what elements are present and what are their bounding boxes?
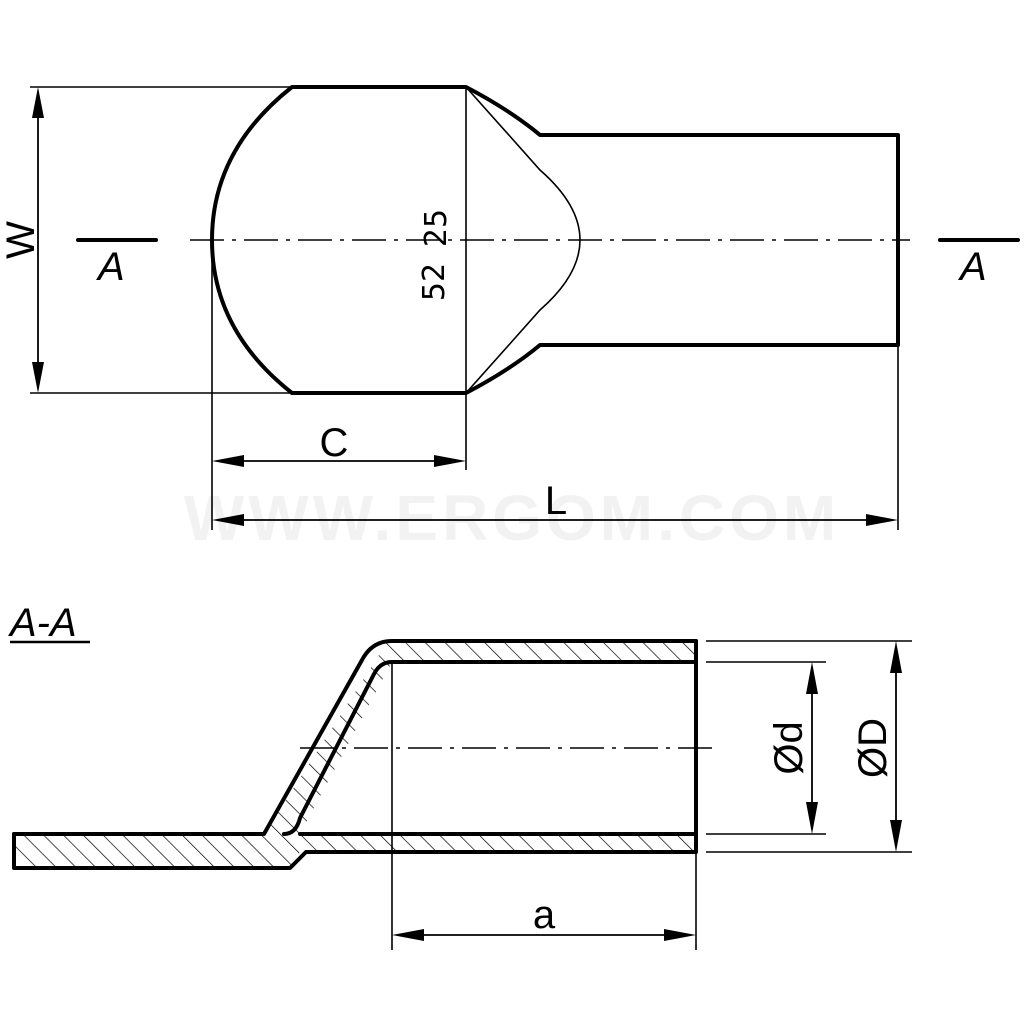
- section-view: A-A Ød ØD: [8, 601, 912, 950]
- depth-arrow-left: [392, 929, 424, 941]
- inner-diameter-label: Ød: [767, 721, 811, 774]
- transition-wall: [264, 641, 392, 834]
- inner-diameter-arrow-bottom: [806, 802, 818, 834]
- logo-marking: 52: [417, 263, 452, 301]
- size-marking: 25: [419, 209, 454, 247]
- barrel-wall-top: [388, 641, 696, 662]
- total-length-label: L: [545, 479, 567, 523]
- section-title: A-A: [8, 601, 77, 645]
- width-arrow-top: [32, 87, 44, 118]
- barrel-depth-label: a: [533, 893, 556, 937]
- width-arrow-bottom: [32, 362, 44, 393]
- section-inner-outline: [282, 660, 698, 836]
- outer-diameter-arrow-bottom: [890, 820, 902, 852]
- width-label: W: [0, 221, 43, 259]
- section-bottom-outline: [12, 639, 698, 870]
- depth-arrow-right: [664, 929, 696, 941]
- top-view: A A 25 52 W C L: [0, 85, 1020, 530]
- lug-outline: [210, 85, 900, 395]
- watermark-text: WWW.ERGOM.COM: [184, 482, 840, 554]
- outer-diameter-arrow-top: [890, 641, 902, 673]
- inner-diameter-arrow-top: [806, 662, 818, 694]
- palm-arrow-right: [434, 455, 466, 467]
- section-outer-outline: [12, 639, 698, 836]
- outer-diameter-label: ØD: [851, 718, 895, 778]
- palm-arrow-left: [212, 455, 244, 467]
- section-label-right: A: [958, 245, 987, 289]
- palm-length-label: C: [320, 421, 349, 465]
- total-arrow-left: [212, 514, 244, 526]
- section-label-left: A: [96, 245, 125, 289]
- total-arrow-right: [866, 514, 898, 526]
